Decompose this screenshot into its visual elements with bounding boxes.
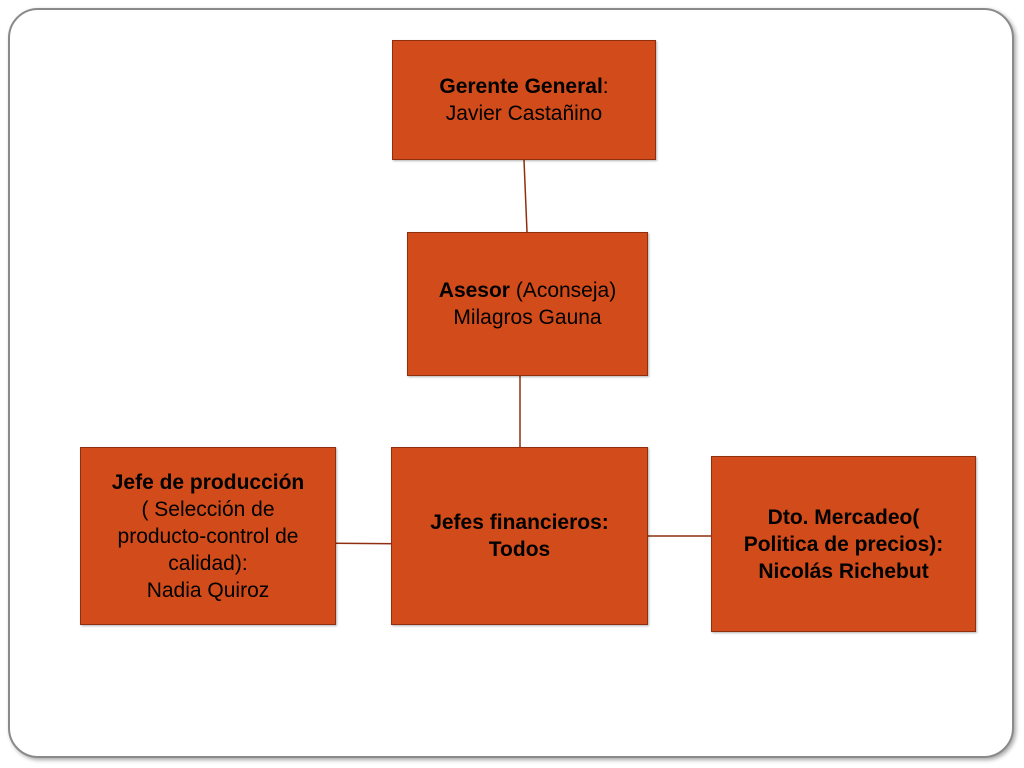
node-person-name: Javier Castañino [445, 102, 603, 125]
node-jefe-produccion: Jefe de producción ( Selección de produc… [80, 447, 336, 625]
node-title: Asesor [438, 279, 510, 302]
node-title: Dto. Mercadeo( [767, 505, 920, 529]
node-description-line: calidad): [168, 551, 248, 575]
node-description-line: producto-control de [117, 524, 299, 548]
node-person-name: Nadia Quiroz [146, 578, 270, 602]
node-person-name: Todos [488, 538, 551, 561]
node-title: Jefe de producción [111, 470, 305, 494]
node-title-suffix: : [602, 75, 609, 98]
node-description-line: Politica de precios): [743, 532, 944, 556]
node-dto-mercadeo: Dto. Mercadeo( Politica de precios): Nic… [711, 456, 976, 632]
node-title: Gerente General [439, 75, 603, 98]
node-person-name: Nicolás Richebut [758, 559, 929, 583]
node-description-line: ( Selección de [141, 497, 275, 521]
node-gerente-general: Gerente General: Javier Castañino [392, 40, 656, 160]
node-asesor: Asesor (Aconseja) Milagros Gauna [407, 232, 648, 376]
node-person-name: Milagros Gauna [453, 306, 602, 329]
node-title: Jefes financieros: [430, 511, 609, 534]
node-jefes-financieros: Jefes financieros: Todos [391, 447, 648, 625]
node-title-suffix: (Aconseja) [509, 279, 617, 302]
